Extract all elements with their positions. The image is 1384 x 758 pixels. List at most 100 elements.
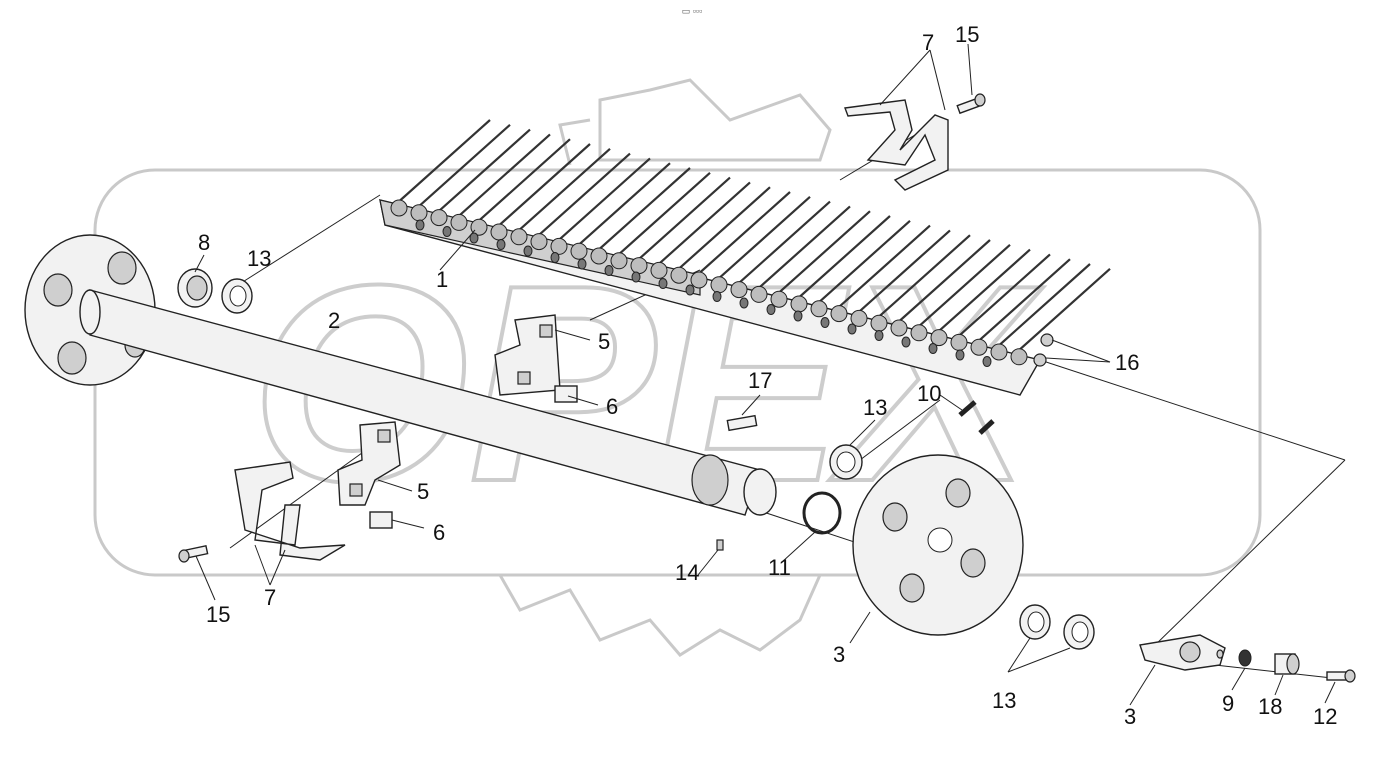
lever-3 [1139, 634, 1226, 671]
bar-hole [955, 349, 965, 361]
tine-coil [730, 281, 748, 299]
tine [454, 133, 551, 221]
tine [634, 176, 731, 264]
bar-hole [766, 304, 776, 315]
bar-hole [604, 265, 614, 276]
bracket-7-top [844, 99, 949, 191]
bracket-7-bottom [234, 461, 346, 561]
tine-coil [890, 319, 908, 337]
tine [474, 138, 571, 226]
bar-hole [523, 245, 533, 257]
callout-15-top: 15 [955, 22, 979, 47]
callout-15-bottom: 15 [206, 602, 230, 627]
tine [794, 215, 891, 302]
tine [414, 123, 511, 211]
tine [434, 128, 531, 216]
washer-13-left [221, 278, 253, 314]
callout-11: 11 [768, 555, 791, 580]
tine [1014, 267, 1111, 355]
callout-13-right: 13 [992, 688, 1016, 713]
callout-17: 17 [748, 368, 772, 393]
tine [894, 239, 991, 326]
tine [674, 186, 771, 274]
callout-14: 14 [675, 560, 699, 585]
bar-hole [820, 317, 830, 328]
bar-hole [982, 356, 992, 367]
tine-coil [750, 285, 768, 303]
bar-hole [874, 330, 884, 341]
tine-coil [570, 242, 588, 260]
callout-12: 12 [1313, 704, 1337, 729]
tine [614, 171, 711, 259]
tine-coil [990, 343, 1008, 361]
top-label: ▭ ▫▫▫ [682, 6, 703, 16]
bar-hole [685, 284, 695, 296]
tine [694, 191, 791, 278]
callout-3-disc: 3 [833, 642, 845, 667]
bar-hole [739, 297, 749, 309]
callout-9: 9 [1222, 691, 1234, 716]
main-shaft [79, 289, 777, 516]
bar-hole [928, 343, 938, 354]
callout-13-mid: 13 [863, 395, 887, 420]
oring-11 [802, 491, 842, 535]
spacer-18 [1274, 653, 1300, 675]
callout-7-bottom: 7 [264, 585, 276, 610]
bolts-10 [958, 400, 995, 435]
tine-coil [710, 276, 728, 294]
callout-2: 2 [328, 308, 340, 333]
bar-hole [415, 219, 425, 231]
tine [814, 219, 911, 307]
callout-16: 16 [1115, 350, 1139, 375]
bar-hole [793, 310, 803, 322]
callout-1: 1 [436, 267, 448, 292]
tine [914, 243, 1011, 331]
bar-hole [469, 232, 479, 244]
bar-hole [712, 291, 722, 302]
callout-labels: 1 2 3 3 5 5 6 6 7 7 8 9 10 11 12 13 13 1… [198, 22, 1337, 729]
tine [494, 143, 591, 230]
callout-8: 8 [198, 230, 210, 255]
bar-hole [442, 226, 452, 237]
key-17 [726, 414, 758, 432]
callout-3-lever: 3 [1124, 704, 1136, 729]
tine [734, 200, 831, 288]
bar-hole [901, 336, 911, 348]
callout-6-top: 6 [606, 394, 618, 419]
tine [974, 258, 1071, 346]
washer-13-mid [829, 444, 863, 480]
bar-hole [658, 278, 668, 289]
callout-6-bottom: 6 [433, 520, 445, 545]
tine-coil [950, 333, 968, 351]
tine [554, 157, 651, 245]
callout-13-left: 13 [247, 246, 271, 271]
callout-18: 18 [1258, 694, 1282, 719]
tine-coil [910, 324, 928, 342]
tine [574, 162, 671, 250]
bar-hole [631, 271, 641, 283]
bar-hole [496, 239, 506, 250]
tine-coil [810, 300, 828, 318]
tine-coil [630, 257, 648, 275]
tine [394, 119, 491, 206]
tine [774, 210, 871, 298]
tine [514, 147, 611, 235]
tine-coil [770, 290, 788, 308]
tine-coil [510, 228, 528, 246]
tine-coil [650, 261, 668, 279]
tine-coil [690, 271, 708, 289]
tine [834, 224, 931, 312]
tine-coil [870, 314, 888, 332]
tine-coil [490, 223, 508, 241]
tines [390, 119, 1111, 366]
callout-10: 10 [917, 381, 941, 406]
tine-coil [610, 252, 628, 270]
tine-coil [850, 309, 868, 327]
tine [754, 205, 851, 293]
bolt-15-top [956, 93, 986, 115]
tine [594, 167, 691, 254]
tine-coil [530, 233, 548, 251]
tine-coil [790, 295, 808, 313]
